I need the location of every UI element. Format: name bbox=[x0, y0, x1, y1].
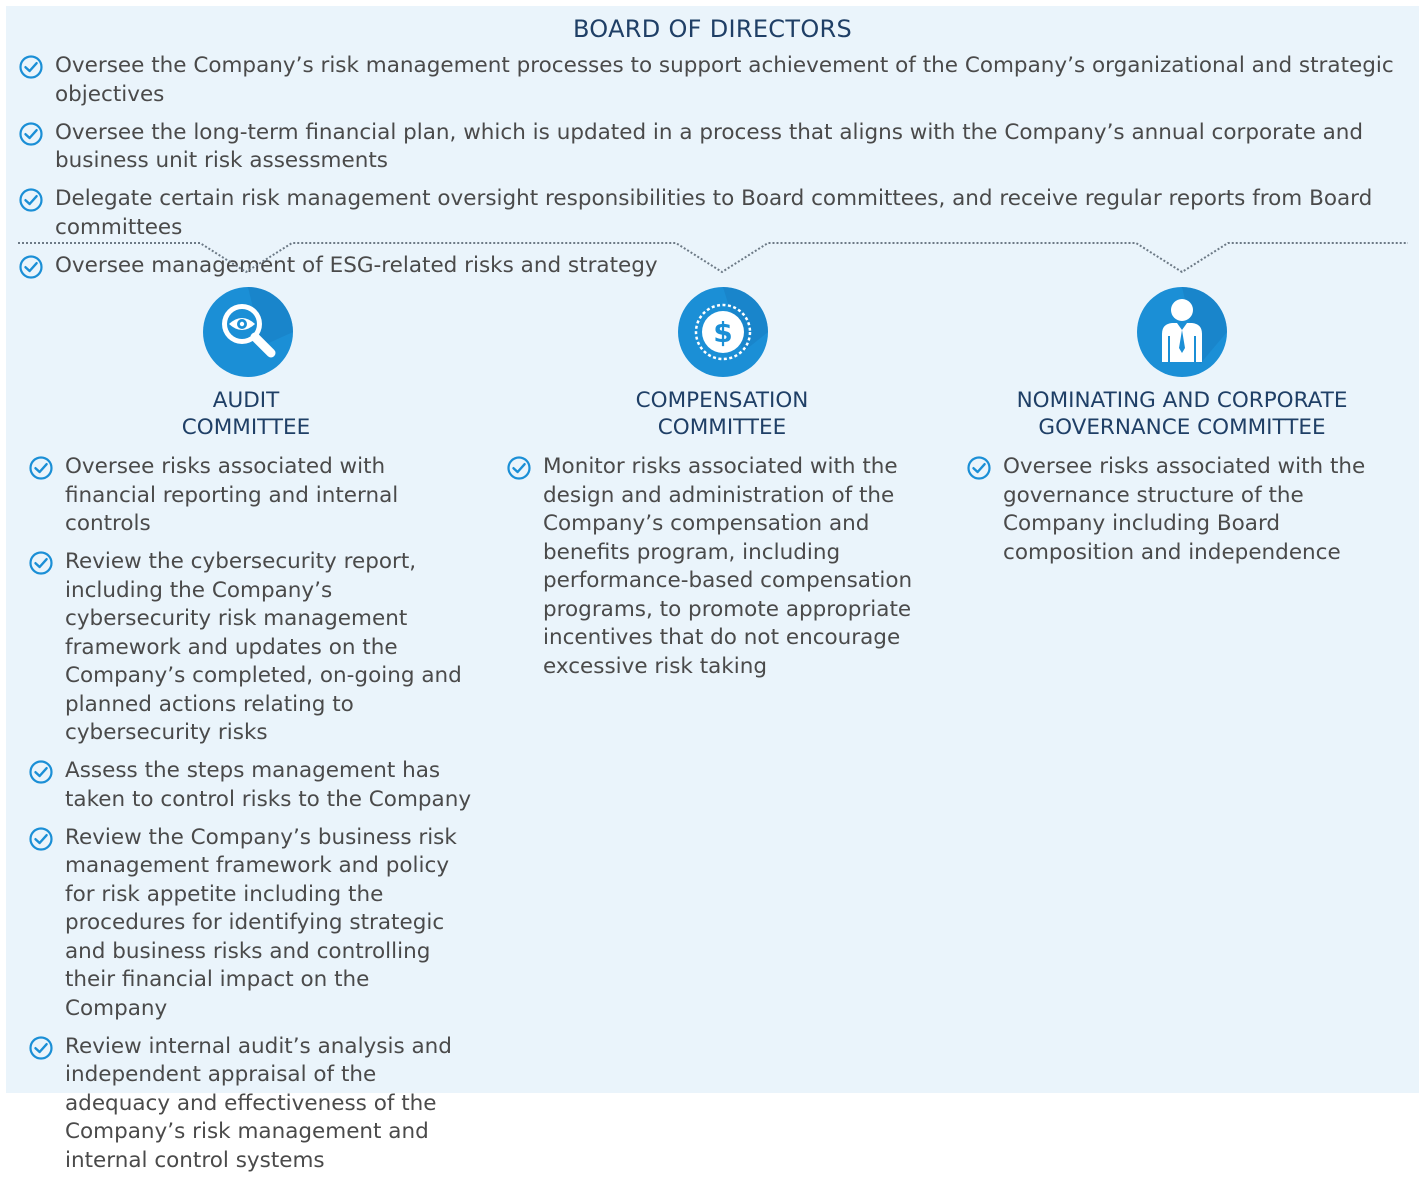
board-title: BOARD OF DIRECTORS bbox=[572, 15, 853, 43]
check-circle-icon bbox=[19, 55, 43, 79]
board-item: Oversee the long-term financial plan, wh… bbox=[18, 119, 1413, 176]
audit-item: Assess the steps management has taken to… bbox=[28, 757, 473, 814]
audit-committee-title: AUDIT COMMITTEE bbox=[96, 387, 396, 441]
audit-item: Review the Company’s business risk manag… bbox=[28, 824, 473, 1024]
nominating-committee-title: NOMINATING AND CORPORATE GOVERNANCE COMM… bbox=[992, 387, 1372, 441]
dotted-connector-line bbox=[18, 242, 1408, 274]
compensation-item-text: Monitor risks associated with the design… bbox=[543, 454, 913, 679]
check-circle-icon bbox=[29, 826, 53, 851]
nominating-item: Oversee risks associated with the govern… bbox=[966, 453, 1406, 567]
audit-committee-list: Oversee risks associated with financial … bbox=[28, 453, 473, 1185]
check-circle-icon bbox=[967, 456, 991, 480]
board-item-text: Oversee management of ESG-related risks … bbox=[55, 252, 658, 278]
check-circle-icon bbox=[29, 551, 53, 575]
audit-item: Oversee risks associated with financial … bbox=[28, 453, 473, 539]
businessman-icon bbox=[1137, 287, 1227, 377]
check-circle-icon bbox=[19, 254, 43, 279]
compensation-committee-title: COMPENSATION COMMITTEE bbox=[572, 387, 872, 441]
check-circle-icon bbox=[29, 1035, 53, 1060]
board-item-text: Oversee the Company’s risk management pr… bbox=[55, 53, 1394, 107]
board-item: Delegate certain risk management oversig… bbox=[18, 185, 1413, 242]
board-item-text: Delegate certain risk management oversig… bbox=[55, 186, 1373, 240]
committee-title-line: AUDIT bbox=[212, 388, 280, 413]
check-circle-icon bbox=[19, 121, 43, 146]
audit-item: Review internal audit’s analysis and ind… bbox=[28, 1033, 473, 1176]
board-item-text: Oversee the long-term financial plan, wh… bbox=[55, 119, 1364, 174]
dollar-coin-icon: $ bbox=[678, 287, 768, 377]
check-circle-icon bbox=[19, 188, 43, 212]
compensation-item: Monitor risks associated with the design… bbox=[506, 453, 946, 681]
board-item: Oversee management of ESG-related risks … bbox=[18, 252, 1413, 281]
check-circle-icon bbox=[507, 456, 531, 480]
committee-title-line: NOMINATING AND CORPORATE bbox=[1016, 388, 1348, 413]
check-circle-icon bbox=[29, 760, 53, 784]
magnifier-eye-icon bbox=[203, 287, 293, 377]
committee-title-line: COMPENSATION bbox=[635, 388, 809, 413]
check-circle-icon bbox=[29, 456, 53, 480]
committee-title-line: COMMITTEE bbox=[181, 415, 311, 440]
nominating-item-text: Oversee risks associated with the govern… bbox=[1003, 454, 1366, 565]
nominating-committee-list: Oversee risks associated with the govern… bbox=[966, 453, 1406, 577]
audit-item-text: Assess the steps management has taken to… bbox=[65, 758, 472, 812]
audit-item-text: Oversee risks associated with financial … bbox=[65, 454, 399, 536]
diagram-panel bbox=[6, 6, 1419, 1093]
audit-item-text: Review the cybersecurity report, includi… bbox=[65, 549, 462, 745]
audit-item-text: Review internal audit’s analysis and ind… bbox=[65, 1033, 452, 1173]
compensation-committee-list: Monitor risks associated with the design… bbox=[506, 453, 946, 691]
svg-text:$: $ bbox=[713, 316, 732, 349]
audit-item: Review the cybersecurity report, includi… bbox=[28, 548, 473, 748]
committee-title-line: COMMITTEE bbox=[657, 415, 787, 440]
committee-title-line: GOVERNANCE COMMITTEE bbox=[1038, 415, 1326, 440]
board-responsibilities-list: Oversee the Company’s risk management pr… bbox=[18, 52, 1413, 290]
audit-item-text: Review the Company’s business risk manag… bbox=[65, 824, 457, 1021]
board-item: Oversee the Company’s risk management pr… bbox=[18, 52, 1413, 109]
